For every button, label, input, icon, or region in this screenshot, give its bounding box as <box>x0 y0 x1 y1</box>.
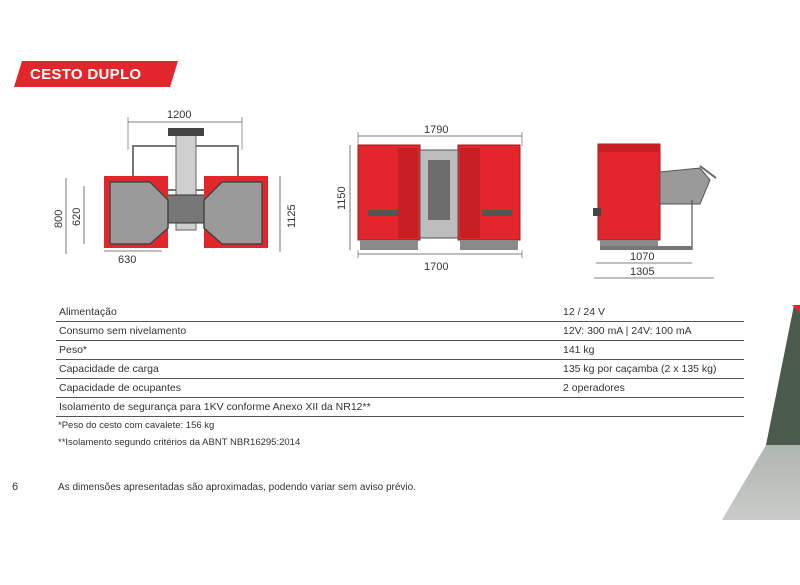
spec-row: Capacidade de ocupantes 2 operadores <box>56 379 744 398</box>
banner-shape <box>14 61 178 87</box>
spec-value: 141 kg <box>563 344 595 356</box>
spec-row: Consumo sem nivelamento 12V: 300 mA | 24… <box>56 322 744 341</box>
section-title: CESTO DUPLO <box>30 66 142 83</box>
spec-row: Capacidade de carga 135 kg por caçamba (… <box>56 360 744 379</box>
dim-top-height-left: 800 <box>53 210 65 228</box>
spec-row: Isolamento de segurança para 1KV conform… <box>56 398 744 417</box>
spec-row: Peso* 141 kg <box>56 341 744 360</box>
spec-table: Alimentação 12 / 24 V Consumo sem nivela… <box>56 303 744 417</box>
spec-label: Capacidade de carga <box>59 363 159 375</box>
dim-side-depth: 1070 <box>630 251 654 263</box>
dim-front-top-width: 1790 <box>424 124 448 136</box>
dim-front-bottom-width: 1700 <box>424 261 448 273</box>
page-number: 6 <box>12 481 19 493</box>
spec-value: 2 operadores <box>563 382 625 394</box>
footnote-weight: *Peso do cesto com cavalete: 156 kg <box>58 420 215 431</box>
technical-drawings: 1200 800 620 630 1125 1790 <box>53 109 717 279</box>
spec-label: Consumo sem nivelamento <box>59 325 187 337</box>
spec-label: Isolamento de segurança para 1KV conform… <box>59 401 371 413</box>
dim-top-inner-height: 620 <box>71 208 83 226</box>
dim-front-height: 1150 <box>336 186 348 210</box>
dim-top-width: 1200 <box>167 109 191 121</box>
front-view-drawing: 1790 1150 1700 <box>336 124 523 273</box>
decorative-photo <box>722 305 800 520</box>
section-banner: CESTO DUPLO <box>14 61 178 87</box>
dim-top-height-right: 1125 <box>286 204 298 228</box>
disclaimer: As dimensões apresentadas são aproximada… <box>58 482 416 493</box>
dim-side-total-depth: 1305 <box>630 266 654 278</box>
spec-label: Capacidade de ocupantes <box>59 382 182 394</box>
spec-row: Alimentação 12 / 24 V <box>56 303 744 322</box>
side-view-drawing: 1070 1305 <box>593 143 717 279</box>
spec-value: 135 kg por caçamba (2 x 135 kg) <box>563 363 717 375</box>
spec-value: 12 / 24 V <box>563 306 606 318</box>
footnote-insulation: **Isolamento segundo critérios da ABNT N… <box>58 437 301 448</box>
spec-value: 12V: 300 mA | 24V: 100 mA <box>563 325 692 337</box>
spec-label: Alimentação <box>59 306 117 318</box>
spec-label: Peso* <box>59 344 88 356</box>
top-view-drawing: 1200 800 620 630 1125 <box>53 109 298 266</box>
dim-basket-width: 630 <box>118 254 136 266</box>
